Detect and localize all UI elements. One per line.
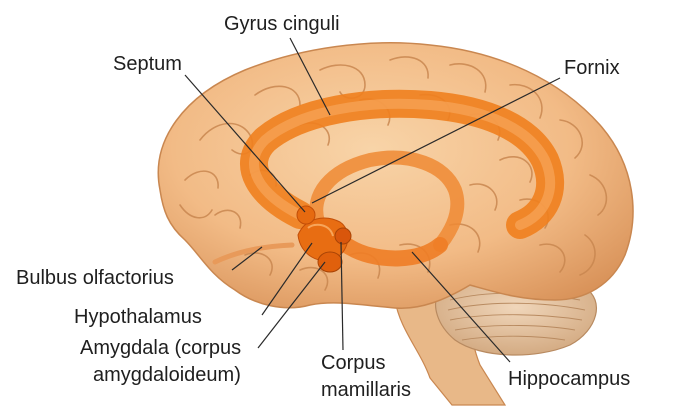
corpus-mamillaris-shape bbox=[335, 228, 351, 244]
label-hypothalamus: Hypothalamus bbox=[74, 306, 202, 328]
label-amygdala-line1: Amygdala (corpus bbox=[80, 337, 241, 359]
label-gyrus-cinguli: Gyrus cinguli bbox=[224, 13, 340, 35]
label-corpus-mamillaris-line1: Corpus bbox=[321, 352, 385, 374]
label-amygdala-line2: amygdaloideum) bbox=[93, 364, 241, 386]
septum-shape bbox=[297, 206, 315, 224]
amygdala-shape bbox=[318, 252, 342, 272]
label-corpus-mamillaris-line2: mamillaris bbox=[321, 379, 411, 401]
label-bulbus-olfactorius: Bulbus olfactorius bbox=[16, 267, 174, 289]
label-hippocampus: Hippocampus bbox=[508, 368, 630, 390]
label-septum: Septum bbox=[113, 53, 182, 75]
label-fornix: Fornix bbox=[564, 57, 620, 79]
